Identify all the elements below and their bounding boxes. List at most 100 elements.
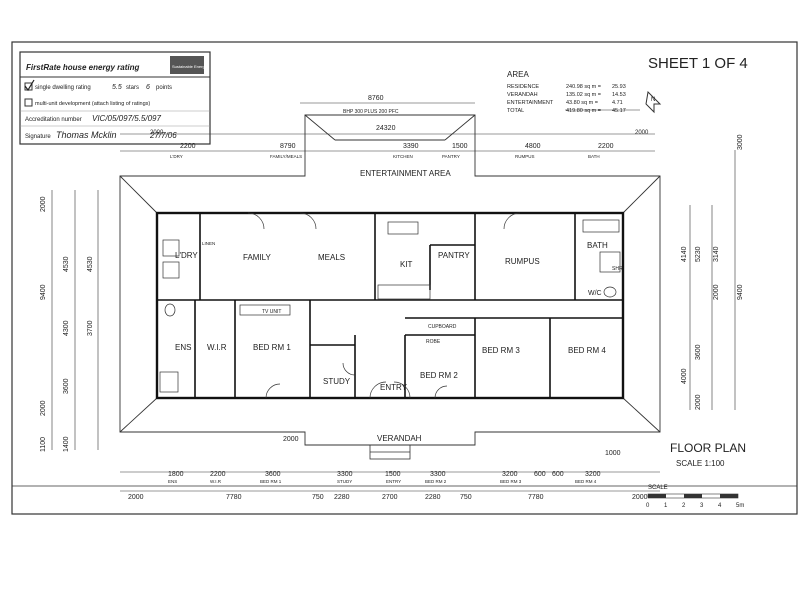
top-dim-value: 3390 xyxy=(403,143,419,150)
sheet-border xyxy=(11,41,798,515)
bottom-dim-value: 600 xyxy=(534,471,546,478)
area-row-name: ENTERTAINMENT xyxy=(507,100,554,106)
scale-tick-label: 1 xyxy=(664,503,668,509)
bottom-dim-value: 3300 xyxy=(430,471,446,478)
left-dim-value: 1400 xyxy=(63,436,70,452)
bottom-dim-total: 2700 xyxy=(382,494,398,501)
bottom-dim-total: 2280 xyxy=(425,494,441,501)
top-dim-value: 4800 xyxy=(525,143,541,150)
top-dim-span: 24320 xyxy=(376,125,396,132)
area-row-sq: 4.71 xyxy=(612,100,623,106)
bottom-dim-label: BED RM 4 xyxy=(575,479,597,484)
right-dim-value: 3600 xyxy=(695,344,702,360)
label-linen: LINEN xyxy=(202,241,215,246)
bottom-dim-total: 750 xyxy=(312,494,324,501)
bottom-dim-value: 1800 xyxy=(168,471,184,478)
bottom-dim-value: 3200 xyxy=(502,471,518,478)
area-row-m2: 240.98 sq m = xyxy=(566,84,601,90)
accreditation-label: Accreditation number xyxy=(25,117,82,123)
right-dim-value: 9400 xyxy=(737,284,744,300)
scale-tick-label: 2 xyxy=(682,503,686,509)
room-entertainment: ENTERTAINMENT AREA xyxy=(360,169,451,178)
single-dwelling-label: single dwelling rating xyxy=(35,85,91,91)
left-dim-value: 2000 xyxy=(40,196,47,212)
bottom-dim-label: STUDY xyxy=(337,479,352,484)
top-dimensions: 8760 BHP 300 PLUS 200 PFC 24320 2200 8790… xyxy=(120,95,655,159)
top-dim-label: KITCHEN xyxy=(393,154,413,159)
entry-width-dim: 1000 xyxy=(605,450,621,457)
right-dim-value: 2000 xyxy=(695,394,702,410)
room-bath: BATH xyxy=(587,241,608,250)
top-dim-value: 1500 xyxy=(452,143,468,150)
bottom-dim-label: ENS xyxy=(168,479,177,484)
area-row-sq: 25.93 xyxy=(612,84,626,90)
verandah-width-dim: 2000 xyxy=(283,436,299,443)
drawing-scale: SCALE 1:100 xyxy=(676,459,725,468)
roof-outline xyxy=(119,114,661,446)
left-dim-value: 4530 xyxy=(63,256,70,272)
bottom-dim-total: 2280 xyxy=(334,494,350,501)
points-value: 6 xyxy=(146,84,150,91)
rating-title: FirstRate house energy rating xyxy=(26,63,139,72)
area-row-m2: 419.80 sq m = xyxy=(566,108,601,114)
right-top-dim: 3000 xyxy=(737,134,744,150)
kitchen-bench-icon xyxy=(377,284,431,300)
top-dim-overall: 8760 xyxy=(368,95,384,102)
room-bed3: BED RM 3 xyxy=(482,346,520,355)
room-bed2: BED RM 2 xyxy=(420,371,458,380)
washer-icon xyxy=(162,261,180,279)
top-dim-value: 2200 xyxy=(180,143,196,150)
signature-value: Thomas Mcklin xyxy=(56,130,117,140)
sheet-label: SHEET 1 OF 4 xyxy=(648,55,748,72)
room-laundry: L'DRY xyxy=(175,251,198,260)
room-wir: W.I.R xyxy=(207,343,227,352)
area-table: AREA RESIDENCE 240.98 sq m = 25.93VERANDAH… xyxy=(507,70,640,114)
left-dim-value: 4530 xyxy=(87,256,94,272)
verandah-step xyxy=(369,444,411,460)
label-shower: SHR xyxy=(612,266,623,272)
area-row-name: RESIDENCE xyxy=(507,84,539,90)
top-dim-value: 8790 xyxy=(280,143,296,150)
area-row-m2: 43.80 sq m = xyxy=(566,100,598,106)
drawing-title: FLOOR PLAN xyxy=(670,441,746,455)
right-dim-value: 3140 xyxy=(713,246,720,262)
top-dim-label: FAMILY/MEALS xyxy=(270,154,302,159)
bath-tub-icon xyxy=(582,219,620,233)
area-title: AREA xyxy=(507,70,529,79)
scale-tick-label: 0 xyxy=(646,503,650,509)
label-robe: ROBE xyxy=(426,339,441,345)
top-dim-label: RUMPUS xyxy=(515,154,535,159)
left-dim-value: 1100 xyxy=(40,437,47,452)
top-dim-value: 2200 xyxy=(598,143,614,150)
left-dim-value: 2000 xyxy=(40,400,47,416)
area-row-name: TOTAL xyxy=(507,108,524,114)
label-cupboard: CUPBOARD xyxy=(428,324,457,330)
right-dim-value: 2000 xyxy=(713,284,720,300)
signature-label: Signature xyxy=(25,134,51,140)
bhp-note: BHP 300 PLUS 200 PFC xyxy=(343,109,399,115)
room-labels: L'DRY FAMILY MEALS KIT PANTRY RUMPUS BAT… xyxy=(175,169,623,443)
top-dim-label: PANTRY xyxy=(442,154,460,159)
room-bed4: BED RM 4 xyxy=(568,346,606,355)
bottom-dim-value: 600 xyxy=(552,471,564,478)
bottom-dim-value: 1500 xyxy=(385,471,401,478)
room-entry: ENTRY xyxy=(380,383,408,392)
area-row-name: VERANDAH xyxy=(507,92,538,98)
scale-bar xyxy=(647,493,739,499)
bottom-dim-total: 7780 xyxy=(226,494,242,501)
ensuite-shower-icon xyxy=(159,371,179,393)
bottom-dim-total: 7780 xyxy=(528,494,544,501)
svg-text:N: N xyxy=(651,97,655,103)
fixtures xyxy=(159,219,621,393)
external-walls xyxy=(155,211,625,400)
scale-bar-label: SCALE xyxy=(648,485,668,491)
room-verandah: VERANDAH xyxy=(377,434,422,443)
top-dim-left: 2000 xyxy=(150,130,164,136)
area-row-sq: 45.17 xyxy=(612,108,626,114)
top-dim-label: BATH xyxy=(588,154,600,159)
sink-icon xyxy=(387,221,419,235)
bottom-dim-value: 2200 xyxy=(210,471,226,478)
